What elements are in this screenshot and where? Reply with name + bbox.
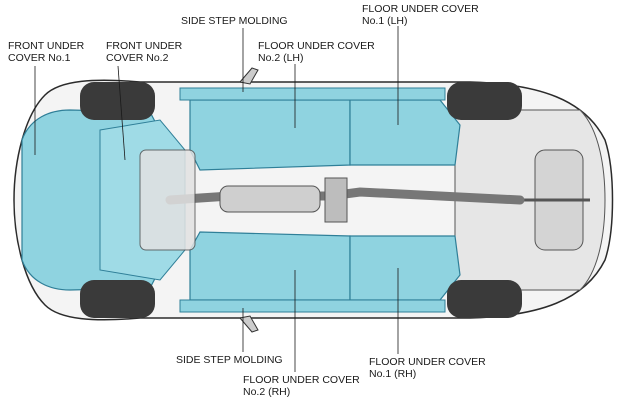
label-line: FLOOR UNDER COVER: [243, 374, 360, 386]
label-line: FLOOR UNDER COVER: [369, 356, 486, 368]
label-line: FLOOR UNDER COVER: [362, 3, 479, 15]
leader-front-under-cover-no2: [117, 65, 126, 161]
label-line: No.2 (LH): [258, 52, 304, 64]
floor-under-cover-no2-lh-shape: [189, 99, 351, 171]
label-line: FRONT UNDER: [8, 40, 85, 52]
label-front-under-cover-no1: FRONT UNDER COVER No.1: [8, 40, 84, 64]
center-tunnel-brace: [324, 177, 348, 223]
floor-under-cover-no2-rh-shape: [189, 231, 351, 301]
label-floor-under-cover-no2-lh: FLOOR UNDER COVER No.2 (LH): [258, 40, 375, 64]
label-line: FLOOR UNDER COVER: [258, 40, 375, 52]
label-floor-under-cover-no1-lh: FLOOR UNDER COVER No.1 (LH): [362, 3, 479, 27]
catalytic-converter: [219, 185, 321, 213]
label-line: FRONT UNDER: [106, 40, 183, 52]
label-line: No.2 (RH): [243, 386, 291, 398]
front-suspension-member: [139, 149, 196, 251]
label-line: SIDE STEP MOLDING: [176, 354, 283, 366]
tire-front-lh: [80, 82, 155, 120]
label-side-step-molding-bottom: SIDE STEP MOLDING: [176, 354, 283, 366]
floor-under-cover-no1-lh-shape: [349, 99, 461, 166]
side-step-molding-lh-shape: [179, 87, 446, 101]
label-line: No.1 (LH): [362, 15, 408, 27]
label-line: COVER No.1: [8, 52, 71, 64]
leader-lines: [34, 26, 399, 372]
label-floor-under-cover-no1-rh: FLOOR UNDER COVER No.1 (RH): [369, 356, 486, 380]
label-floor-under-cover-no2-rh: FLOOR UNDER COVER No.2 (RH): [243, 374, 360, 398]
mirror-lh: [239, 67, 259, 85]
mirror-rh: [239, 315, 259, 333]
side-step-molding-rh-shape: [179, 299, 446, 313]
tire-rear-lh: [447, 82, 522, 120]
label-front-under-cover-no2: FRONT UNDER COVER No.2: [106, 40, 182, 64]
label-side-step-molding-top: SIDE STEP MOLDING: [181, 15, 288, 27]
label-line: COVER No.2: [106, 52, 169, 64]
label-line: No.1 (RH): [369, 368, 417, 380]
floor-under-cover-no1-rh-shape: [349, 235, 461, 301]
tire-rear-rh: [447, 280, 522, 318]
label-line: SIDE STEP MOLDING: [181, 15, 288, 27]
tire-front-rh: [80, 280, 155, 318]
